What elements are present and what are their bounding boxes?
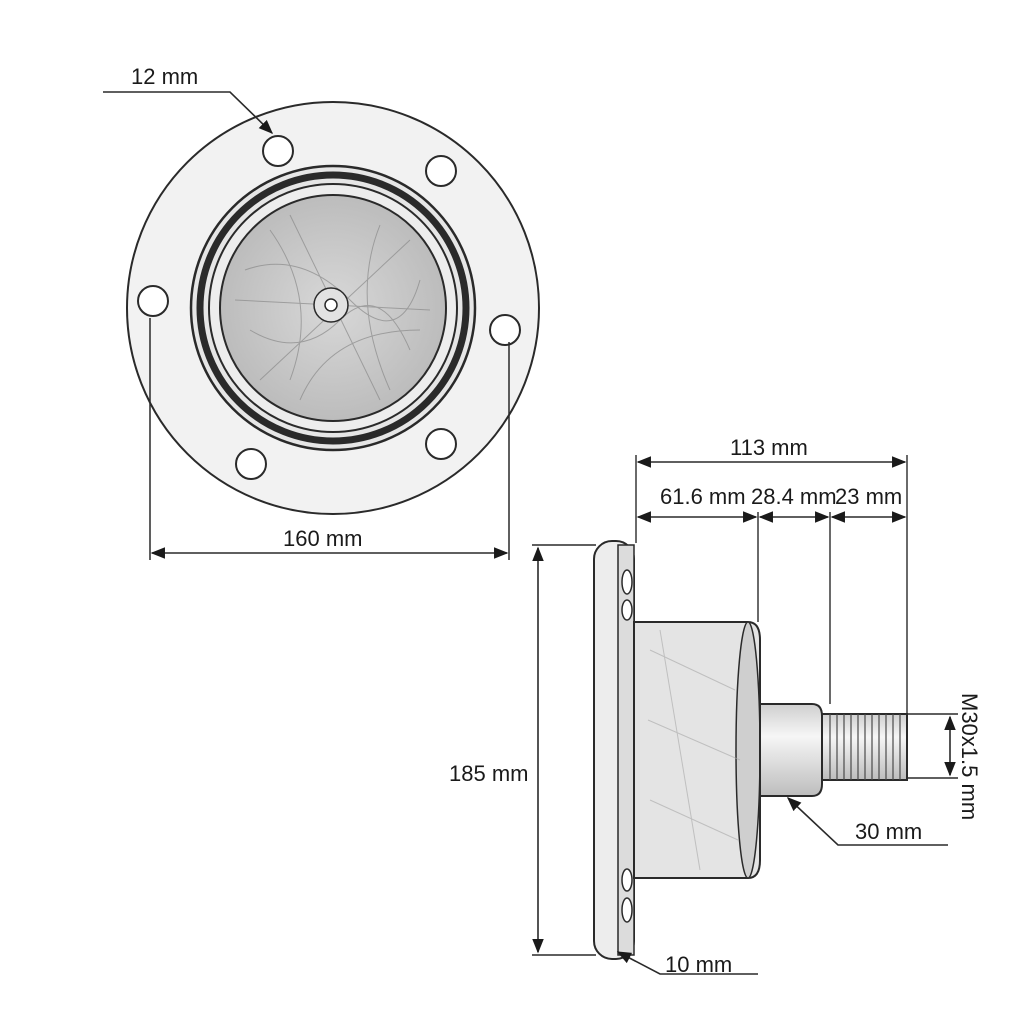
bolt-hole (489, 314, 521, 346)
total-length-label: 113 mm (730, 435, 808, 460)
bolt-hole (425, 428, 457, 460)
thread-lines (829, 714, 901, 780)
flange-diameter-dimension: 185 mm (449, 544, 596, 956)
segment-dimensions: 61.6 mm 28.4 mm 23 mm (636, 484, 907, 523)
flange-holes (621, 569, 633, 923)
seal-ring (196, 171, 470, 445)
extension-lines (635, 455, 908, 714)
body-texture (647, 629, 741, 871)
bolt-hole (137, 285, 169, 317)
side-view: 113 mm 61.6 mm 28.4 mm 23 mm 185 mm M30x… (449, 435, 982, 977)
shaft-diameter-dimension: 30 mm (786, 797, 948, 846)
thread-spec-dimension: M30x1.5 mm (907, 693, 982, 820)
flange-diameter-label: 185 mm (449, 761, 528, 786)
body-length-label: 61.6 mm (660, 484, 746, 509)
hole-dimension: 12 mm (103, 64, 274, 135)
front-view: 12 mm 160 mm (103, 64, 540, 560)
flange-hole (621, 599, 633, 621)
hole-diameter-label: 12 mm (131, 64, 198, 89)
flange-hole (621, 897, 633, 923)
bolt-hole (235, 448, 267, 480)
thread-spec-label: M30x1.5 mm (957, 693, 982, 820)
bolt-hole (425, 155, 457, 187)
body-housing (633, 621, 761, 879)
flange-thickness-label: 10 mm (665, 952, 732, 977)
total-length-dimension: 113 mm (636, 435, 907, 468)
bolt-holes (137, 135, 521, 480)
bolt-circle-dimension: 160 mm (149, 318, 510, 560)
thread-length-label: 23 mm (835, 484, 902, 509)
flange-hole (621, 569, 633, 595)
flange-hole (621, 868, 633, 892)
center-pin (324, 298, 338, 312)
flange-thickness-dimension: 10 mm (616, 951, 758, 977)
body-end-face (735, 621, 761, 879)
shaft-diameter-label: 30 mm (855, 819, 922, 844)
shaft (759, 703, 823, 797)
bolt-circle-label: 160 mm (283, 526, 362, 551)
shaft-length-label: 28.4 mm (751, 484, 837, 509)
bolt-hole (262, 135, 294, 167)
